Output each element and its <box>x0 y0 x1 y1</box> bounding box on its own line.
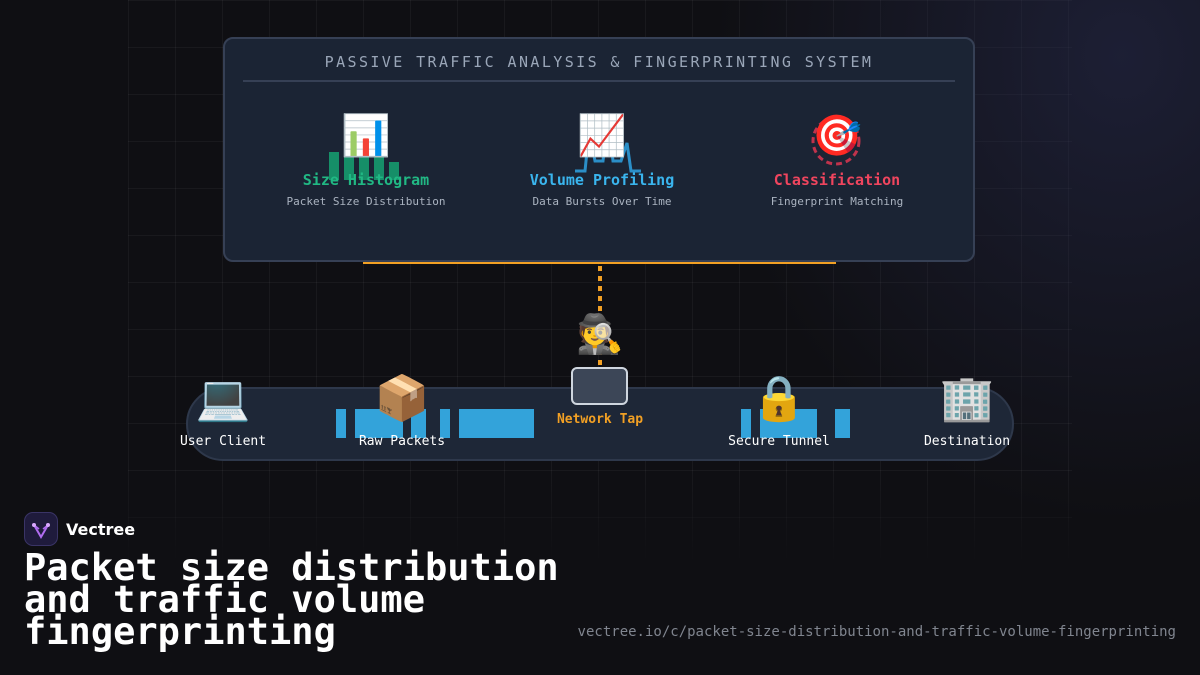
brand[interactable]: Vectree <box>24 512 135 546</box>
node-destination: 🏢 Destination <box>887 373 1047 450</box>
node-label: Raw Packets <box>358 434 446 449</box>
stage-name: Volume Profiling <box>529 171 675 189</box>
packet <box>835 409 850 438</box>
stage-subtitle: Data Bursts Over Time <box>532 195 672 208</box>
packet <box>355 409 403 438</box>
packet <box>741 409 751 438</box>
source-url[interactable]: vectree.io/c/packet-size-distribution-an… <box>577 624 1176 640</box>
building-icon: 🏢 <box>939 373 995 424</box>
stage-size-histogram: 📊 Size Histogram Packet Size Distributio… <box>246 113 486 208</box>
packet <box>459 409 534 438</box>
node-secure-tunnel: 🔒 Secure Tunnel <box>699 373 859 450</box>
background-fade <box>0 470 1200 675</box>
histogram-bars <box>329 114 399 180</box>
panel-title: PASSIVE TRAFFIC ANALYSIS & FINGERPRINTIN… <box>324 53 874 71</box>
brand-name: Vectree <box>66 519 136 539</box>
analysis-panel: PASSIVE TRAFFIC ANALYSIS & FINGERPRINTIN… <box>223 37 975 262</box>
node-user-client: 💻 User Client <box>143 373 303 450</box>
packet <box>760 409 817 438</box>
network-tap-label: Network Tap <box>556 412 644 427</box>
packet <box>411 409 426 438</box>
node-raw-packets: 📦 Raw Packets <box>322 373 482 450</box>
laptop-icon: 💻 <box>195 373 251 424</box>
lock-icon: 🔒 <box>751 373 807 424</box>
target-icon: 🎯 <box>812 113 862 159</box>
package-icon: 📦 <box>374 373 430 424</box>
stage-name: Size Histogram <box>302 171 430 189</box>
volume-wave <box>575 115 641 173</box>
node-label: Destination <box>923 434 1011 449</box>
page-headline: Packet size distribution and traffic vol… <box>24 546 559 653</box>
vectree-logo-icon <box>24 512 58 546</box>
observer-icon: 🕵️ <box>576 312 624 356</box>
stage-subtitle: Fingerprint Matching <box>770 195 904 208</box>
stage-name: Classification <box>773 171 901 189</box>
panel-divider <box>243 80 955 82</box>
bar-chart-icon: 📊 <box>341 113 391 159</box>
network-tap-device <box>571 367 628 405</box>
stage-volume-profiling: 📈 Volume Profiling Data Bursts Over Time <box>482 113 722 208</box>
stage-classification: 🎯 Classification Fingerprint Matching <box>717 113 957 208</box>
node-label: User Client <box>179 434 267 449</box>
packet <box>440 409 450 438</box>
target-ring <box>811 116 861 166</box>
node-label: Secure Tunnel <box>728 434 830 449</box>
packet <box>336 409 346 438</box>
trend-chart-icon: 📈 <box>577 113 627 159</box>
stage-subtitle: Packet Size Distribution <box>286 195 446 208</box>
